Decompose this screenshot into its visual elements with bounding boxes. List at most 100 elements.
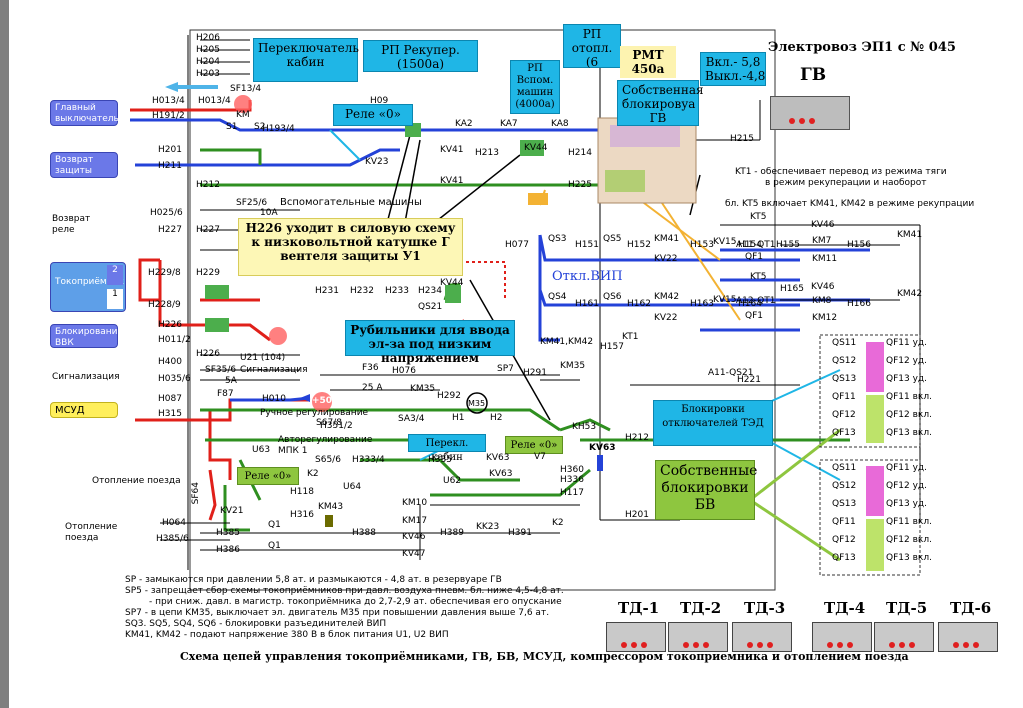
wire-label: H010	[262, 394, 286, 404]
td-indicator-panel[interactable]	[668, 622, 728, 652]
wire-label: H076	[392, 366, 416, 376]
wire-label: H163	[690, 299, 714, 309]
td-label: ТД-2	[680, 599, 722, 617]
kt5-note: бл. KT5 включает KM41, KM42 в режиме рек…	[725, 199, 975, 209]
wire-label: 25 A	[362, 383, 383, 393]
wire-label: SF35/6	[205, 365, 237, 375]
callout-switch-cab-small: Перекл. кабин	[408, 434, 486, 463]
wire-label: KV41	[440, 176, 464, 186]
td-indicator-panel[interactable]	[732, 622, 792, 652]
callout-own-lock-gv: Собственная блокировуа ГВ	[617, 80, 704, 126]
gv-indicator-panel[interactable]	[770, 96, 850, 130]
wire-label: Q1	[268, 520, 281, 530]
td-indicator-panel[interactable]	[606, 622, 666, 652]
ted-contact-label: QF11 вкл.	[886, 392, 932, 402]
wire-label: S2	[254, 122, 266, 132]
wire-label: KV47	[402, 549, 426, 559]
wire-label: H162	[627, 299, 651, 309]
td-indicator-panel[interactable]	[812, 622, 872, 652]
wire-label: +50В	[312, 396, 339, 406]
wire-label: KT5	[750, 272, 767, 282]
wire-label: H157	[600, 342, 624, 352]
wire-label: KM35	[410, 384, 436, 394]
wire-label: K2	[307, 469, 319, 479]
wire-label: KV63	[589, 443, 616, 453]
wire-label: 10A	[260, 208, 278, 218]
wire-label: H226	[196, 349, 220, 359]
wire-label: KM42	[897, 289, 923, 299]
note-line: SP5 - запрещает сбор схемы токоприёмнико…	[125, 586, 564, 596]
msud-button[interactable]: МСУД	[50, 402, 118, 418]
wire-label: KV22	[654, 254, 678, 264]
wire-label: H011/2	[158, 335, 191, 345]
wire-label: KV63	[489, 469, 513, 479]
left-edge-bar	[0, 0, 9, 708]
wire-label: KV15	[713, 237, 737, 247]
wire-label: H227	[196, 225, 220, 235]
wire-label: F87	[217, 389, 234, 399]
gv-label: ГВ	[800, 65, 827, 85]
wire-label: H228/9	[148, 300, 181, 310]
reset-protection-button[interactable]: Возврат защиты	[50, 152, 118, 178]
main-switch-button[interactable]: Главный выключатель	[50, 100, 119, 126]
wire-label: H335	[428, 455, 452, 465]
td-label: ТД-6	[950, 599, 992, 617]
wire-label: KV44	[440, 278, 464, 288]
block-bvk-button[interactable]: Блокирование ВВК	[50, 324, 123, 348]
ted-contact-label: QF11 уд.	[886, 463, 927, 473]
ted-contact-code: QS11	[832, 463, 857, 473]
ted-contact-code: QF12	[832, 535, 856, 545]
callout-relay-zero-top: Реле «0»	[333, 104, 413, 126]
gv-lamps	[789, 109, 839, 124]
pantograph-2-button[interactable]: 2	[107, 265, 123, 285]
wire-label: H1	[452, 413, 465, 423]
wire-label: QS5	[603, 234, 622, 244]
wire-label: KA7	[500, 119, 518, 129]
train-heat-label: Отопление поезда	[92, 476, 181, 486]
wire-label: KM12	[812, 313, 838, 323]
wire-label: KT5	[750, 212, 767, 222]
wire-label: S67/8	[316, 418, 342, 428]
wire-label: H09	[370, 96, 389, 106]
pantograph-panel[interactable]: Токоприёмник 2 1	[50, 262, 126, 312]
wire-label: KV15	[713, 295, 737, 305]
callout-own-lock-bv: Собственные блокировки БВ	[655, 460, 757, 520]
relay-zero-contact	[405, 123, 421, 137]
td-lamps	[953, 633, 985, 648]
ted-contact-code: QS13	[832, 499, 857, 509]
ted-contact-code: QF13	[832, 428, 856, 438]
wire-label: A11-QT1	[736, 240, 776, 250]
wire-label: KM42	[654, 292, 680, 302]
wire-label: SF13/4	[230, 84, 262, 94]
callout-relay-zero-left: Реле «0»	[237, 467, 299, 485]
wire-label: H153	[690, 240, 714, 250]
wire-label: H206	[196, 33, 220, 43]
wire-label: H333/4	[352, 455, 385, 465]
td-lamps	[683, 633, 715, 648]
td-indicator-panel[interactable]	[938, 622, 998, 652]
wire-label: KM	[236, 110, 250, 120]
wire-label: H360	[560, 465, 584, 475]
wire-label: H151	[575, 240, 599, 250]
ted-contact-code: QS13	[832, 374, 857, 384]
wire-label: H156	[847, 240, 871, 250]
ted-contact-code: QS12	[832, 356, 857, 366]
wire-label: H164	[738, 299, 762, 309]
wire-label: KM43	[318, 502, 344, 512]
wire-label: KM17	[402, 516, 428, 526]
wire-label: KM11	[812, 254, 838, 264]
wire-label: H155	[776, 240, 800, 250]
callout-ted-locks: Блокировки отключателей ТЭД	[653, 400, 773, 446]
wire-label: KH53	[572, 422, 597, 432]
wire-label: QF1	[745, 252, 763, 262]
wire-label: H165	[780, 284, 804, 294]
wire-label: H064	[162, 518, 186, 528]
ted-contact-label: QF13 уд.	[886, 499, 927, 509]
kt1-note: KT1 - обеспечивает перевод из режима тяг…	[735, 167, 947, 177]
pantograph-1-button[interactable]: 1	[107, 289, 123, 309]
td-indicator-panel[interactable]	[874, 622, 934, 652]
wire-label: H315	[158, 409, 182, 419]
wire-label: Ручное регулирование	[260, 408, 369, 418]
wire-label: U64	[343, 482, 362, 492]
wire-label: KV46	[402, 532, 426, 542]
